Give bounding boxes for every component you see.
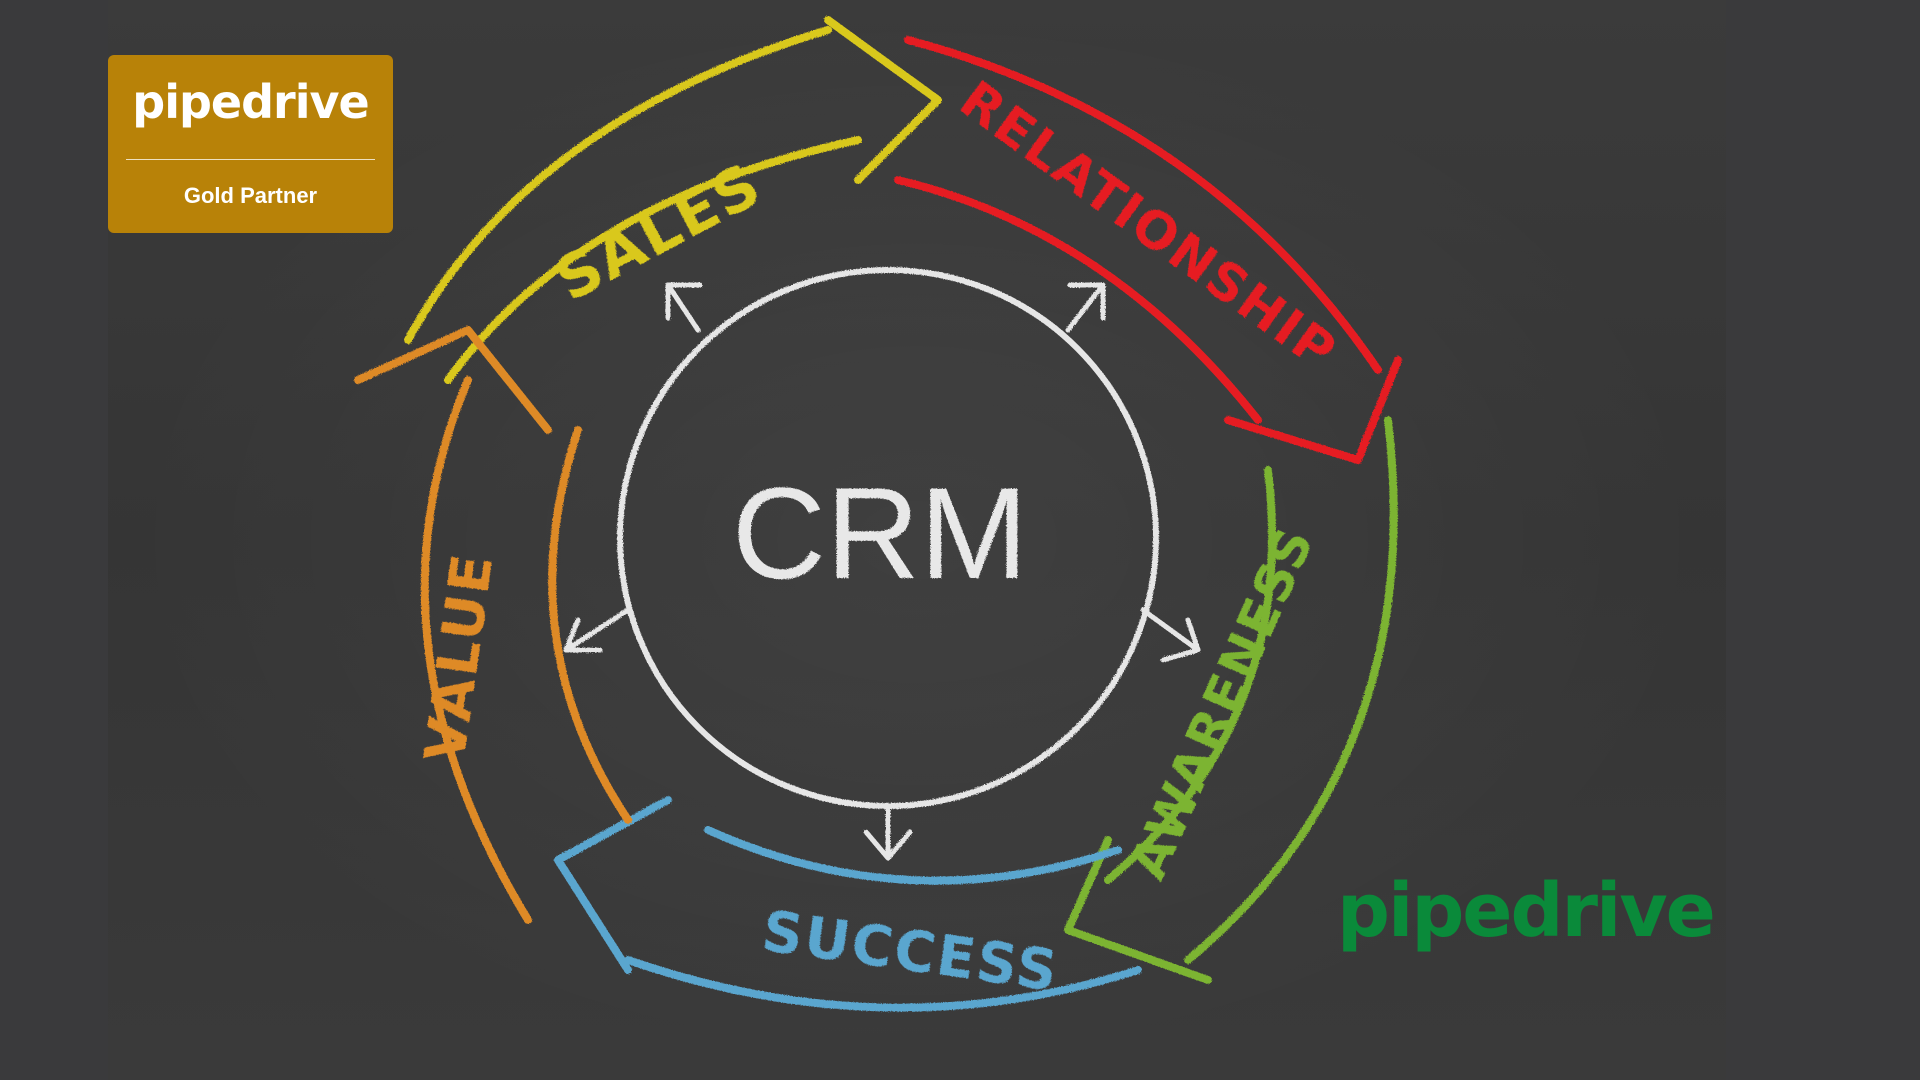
badge-subtitle: Gold Partner xyxy=(183,183,318,208)
chalkboard-background: CRM SALES RELATIONSHIP AWARENESS SUCCESS… xyxy=(108,0,1726,1080)
success-arrow xyxy=(704,826,1122,885)
gold-partner-badge: pipedrive Gold Partner xyxy=(108,55,393,233)
relationship-label: RELATIONSHIP xyxy=(948,70,1347,383)
awareness-arrow xyxy=(1184,416,1398,964)
sales-arrow xyxy=(404,26,832,344)
crm-center-label: CRM xyxy=(732,460,1028,606)
radial-arrows xyxy=(563,282,1201,861)
relationship-arrow xyxy=(904,36,1382,374)
pipedrive-logo: pipedrive xyxy=(1337,868,1716,954)
badge-divider xyxy=(126,159,375,160)
badge-logo-text: pipedrive xyxy=(132,75,369,129)
success-label: SUCCESS xyxy=(758,899,1063,1005)
value-arrow xyxy=(420,376,532,924)
sales-label: SALES xyxy=(544,149,773,315)
crm-cycle-diagram: CRM SALES RELATIONSHIP AWARENESS SUCCESS… xyxy=(354,16,1402,1012)
awareness-label: AWARENESS xyxy=(1118,518,1327,888)
